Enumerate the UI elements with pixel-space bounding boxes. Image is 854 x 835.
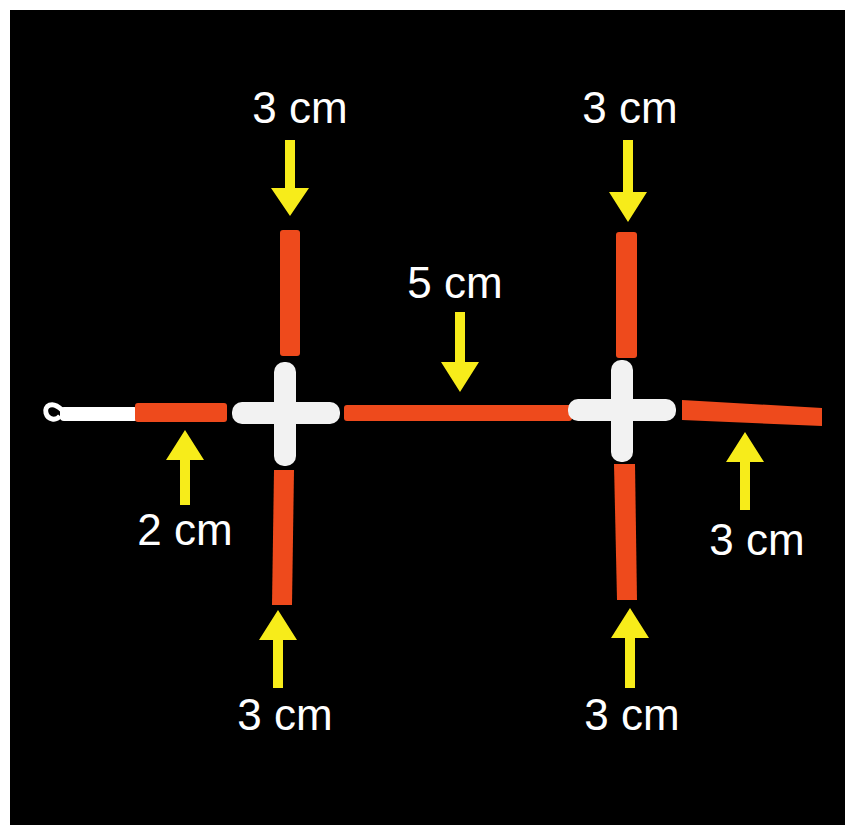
dimension-label: 3 cm [709,518,804,562]
dimension-label: 3 cm [584,693,679,737]
dimension-label: 3 cm [582,86,677,130]
cross-connector [611,360,633,462]
pointer-arrow [441,312,479,392]
cross-connector [274,362,296,466]
pointer-arrow [726,432,764,510]
hook [46,405,62,419]
dimension-label: 3 cm [237,693,332,737]
tube-segment [682,400,822,426]
tube-segment [344,405,572,421]
pointer-arrow [271,140,309,216]
black-ground [10,10,845,825]
tube-segment [616,232,637,358]
pointer-arrow [166,430,204,505]
white-tube [60,407,138,421]
tube-segment [280,230,300,356]
tube-segment [614,464,637,600]
tube-segment [135,403,227,422]
dimension-label: 5 cm [407,261,502,305]
pointer-arrows [166,140,764,688]
pointer-arrow [259,610,297,688]
tube-segment [272,470,294,605]
pointer-arrow [611,608,649,688]
dimension-label: 2 cm [137,508,232,552]
pointer-arrow [609,140,647,222]
dimension-label: 3 cm [252,86,347,130]
